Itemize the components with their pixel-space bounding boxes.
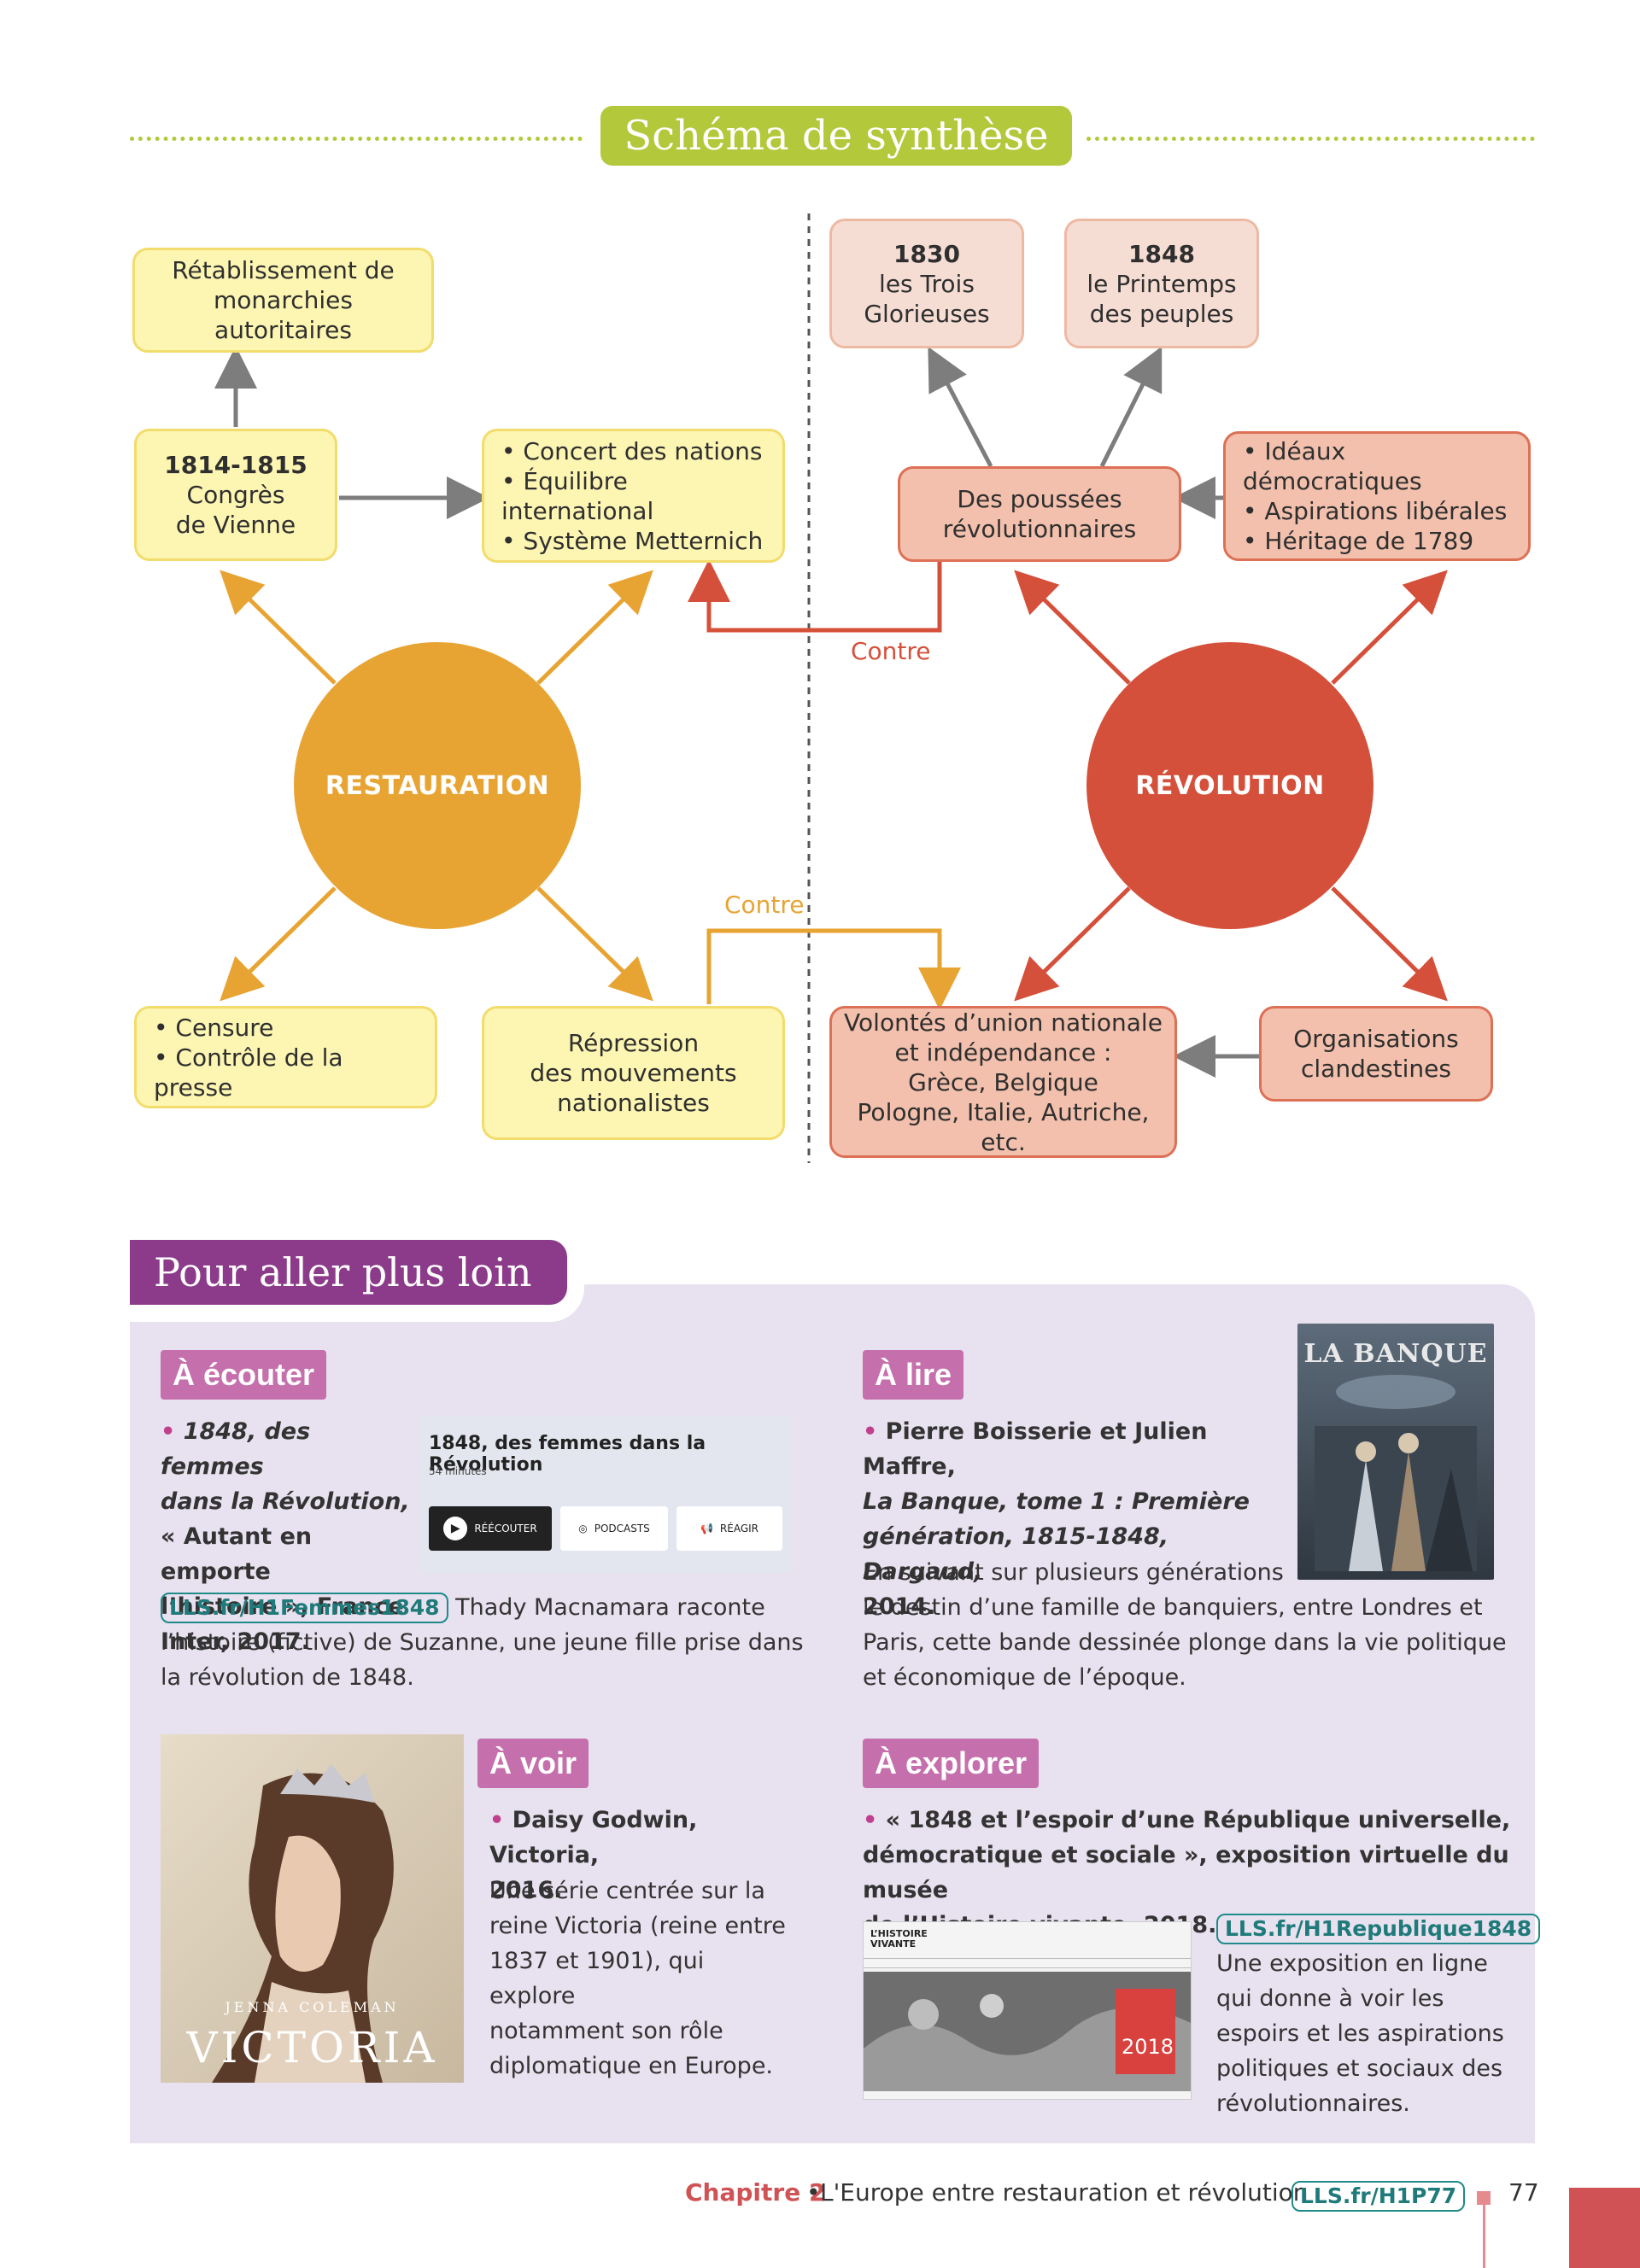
footer-marker-line (1483, 2205, 1485, 2268)
contre-label-red: Contre (851, 637, 931, 665)
voir-description: Une série centrée sur la reine Victoria … (489, 1878, 786, 2079)
title-dotted-rule-right (1086, 137, 1535, 141)
synthesis-title: Schéma de synthèse (600, 106, 1072, 166)
ecouter-link[interactable]: LLS.fr/H1Femmes1848 (161, 1593, 448, 1623)
victoria-poster-image: JENNA COLEMAN VICTORIA (161, 1734, 464, 2083)
title-dotted-rule-left (130, 137, 583, 141)
footer-chapter: Chapitre 2 (685, 2178, 826, 2207)
page-corner-tab (1569, 2188, 1640, 2268)
box-ideaux: • Idéaux démocratiques• Aspirations libé… (1223, 431, 1531, 561)
lire-reference: • Pierre Boisserie et Julien Maffre, La … (863, 1418, 1250, 1620)
footer-chapter-title: L'Europe entre restauration et révolutio… (820, 2178, 1309, 2207)
explorer-description: LLS.fr/H1Republique1848 Une exposition e… (1216, 1911, 1541, 2121)
ecouter-tag: À écouter (161, 1350, 327, 1400)
podcast-icon: ◎ (578, 1523, 588, 1534)
revolution-circle: RÉVOLUTION (1086, 642, 1374, 929)
megaphone-icon: 📢 (700, 1523, 713, 1534)
ecouter-description: LLS.fr/H1Femmes1848 Thady Macnamara raco… (161, 1593, 804, 1691)
podcast-react-button[interactable]: 📢RÉAGIR (676, 1506, 782, 1551)
footer-separator: • (806, 2178, 821, 2207)
ecouter-reference: • 1848, des femmes dans la Révolution, «… (161, 1418, 410, 1655)
restauration-circle: RESTAURATION (294, 642, 581, 929)
play-icon: ▶ (443, 1517, 468, 1540)
footer-marker-icon (1477, 2191, 1491, 2205)
la-banque-cover-image: LA BANQUE (1297, 1324, 1494, 1580)
explorer-link[interactable]: LLS.fr/H1Republique1848 (1216, 1914, 1541, 1944)
lire-tag: À lire (863, 1350, 964, 1400)
footer-link-wrapper: LLS.fr/H1P77 (1292, 2181, 1466, 2212)
podcast-podcasts-button[interactable]: ◎PODCASTS (560, 1506, 668, 1551)
diagram-arrows (214, 213, 1448, 1163)
contre-label-orange: Contre (724, 891, 805, 919)
page-number: 77 (1508, 2178, 1539, 2207)
podcast-relisten-button[interactable]: ▶ RÉÉCOUTER (429, 1506, 552, 1551)
histoire-vivante-site-screenshot: L’HISTOIRE VIVANTE 2018 (863, 1921, 1192, 2100)
box-concert-nations: • Concert des nations• Équilibre interna… (482, 429, 785, 563)
further-title: Pour aller plus loin (130, 1240, 567, 1305)
box-censure: • Censure• Contrôle de la presse (134, 1006, 437, 1108)
explorer-tag: À explorer (863, 1739, 1040, 1788)
podcast-card[interactable]: 1848, des femmes dans la Révolution 54 m… (419, 1416, 793, 1573)
voir-tag: À voir (477, 1739, 589, 1788)
voir-reference: • Daisy Godwin, Victoria, 2016. (489, 1807, 698, 1903)
footer-link[interactable]: LLS.fr/H1P77 (1292, 2181, 1466, 2212)
lire-description: En suivant sur plusieurs générations le … (863, 1559, 1507, 1691)
